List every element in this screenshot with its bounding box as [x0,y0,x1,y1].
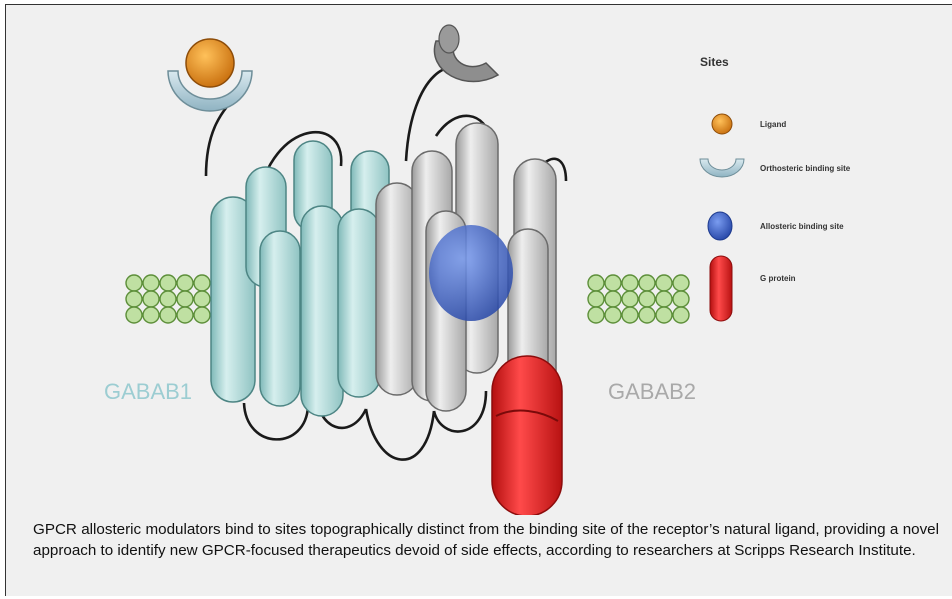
gpcr-diagram: GABAB1 GABAB2 Sites Ligand Orthosteric b… [16,11,946,515]
membrane-right [588,275,689,323]
legend-item-g-protein: G protein [710,256,796,321]
g-protein-icon [710,256,732,321]
legend-label-ligand: Ligand [760,120,786,129]
legend-label-orthosteric: Orthosteric binding site [760,164,851,173]
allosteric-binding-site-icon [708,212,732,240]
legend-title: Sites [700,55,729,69]
allosteric-modulator [429,225,513,321]
figure-caption: GPCR allosteric modulators bind to sites… [33,519,939,561]
legend-label-allosteric: Allosteric binding site [760,222,844,231]
antagonist-crescent [434,25,498,82]
gaba-b1-label: GABAB1 [104,379,192,404]
legend-item-ligand: Ligand [712,114,786,134]
legend-label-g-protein: G protein [760,274,796,283]
g-protein [492,356,562,515]
legend-item-allosteric: Allosteric binding site [708,212,844,240]
figure-panel: GABAB1 GABAB2 Sites Ligand Orthosteric b… [5,4,952,596]
agonist-ligand-icon [712,114,732,134]
agonist-in-orthosteric-site [168,39,252,111]
orthosteric-binding-site-icon [700,159,744,177]
gaba-b1-helices [211,141,389,416]
gaba-b2-label: GABAB2 [608,379,696,404]
legend: Sites Ligand Orthosteric binding site Al… [700,55,851,321]
legend-item-orthosteric: Orthosteric binding site [700,159,851,177]
